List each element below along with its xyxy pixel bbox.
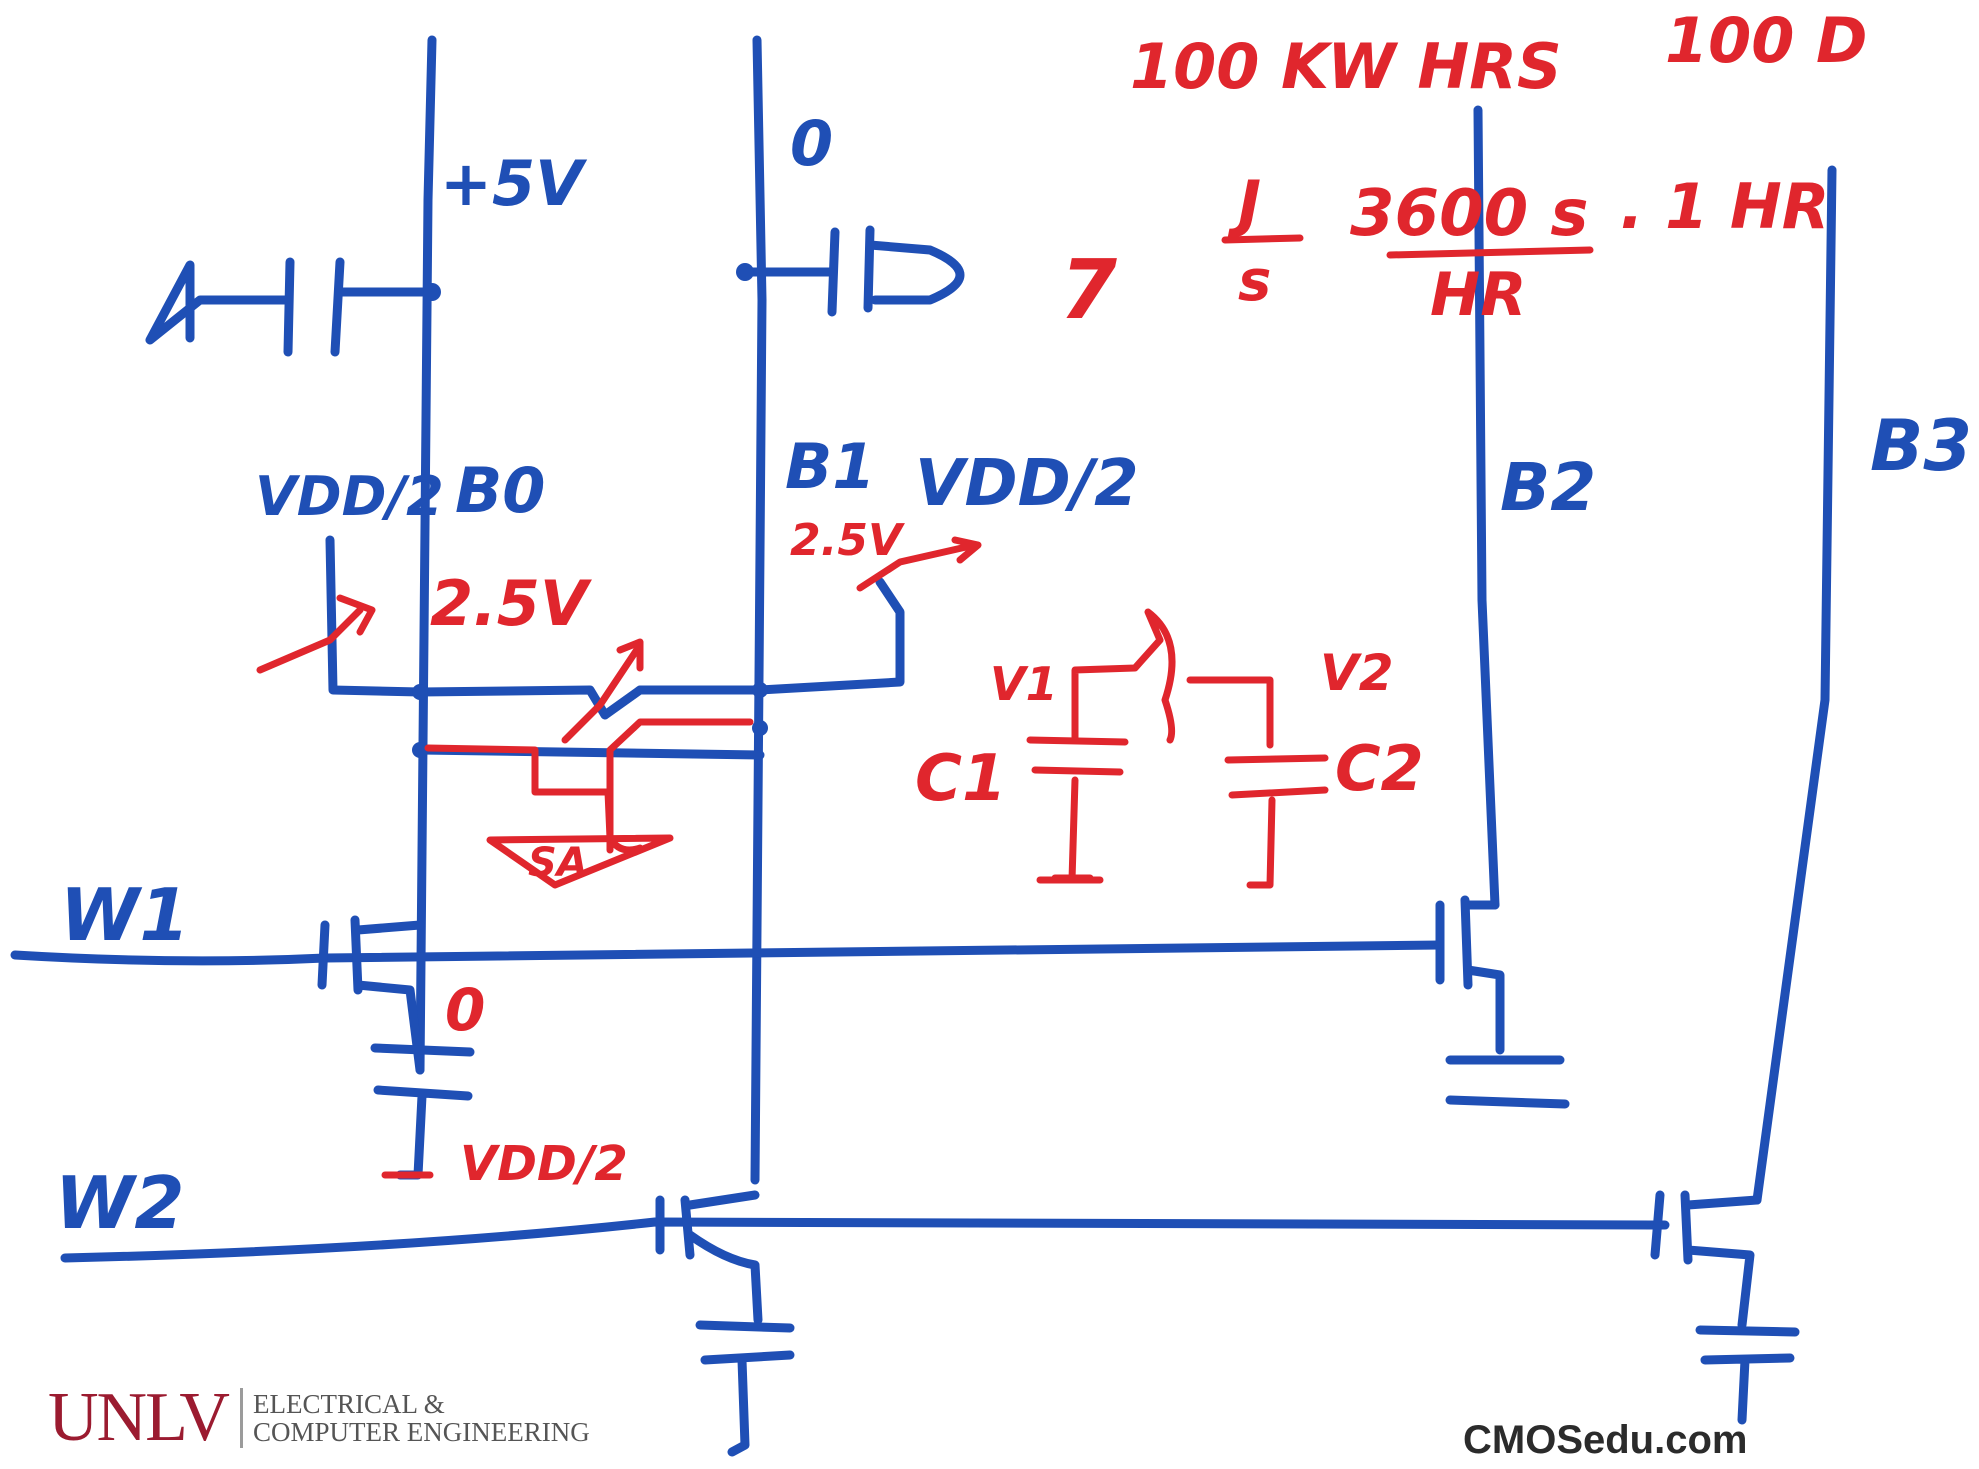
bitline-b3 (1752, 165, 1837, 1205)
note-conv-den: HR (1430, 260, 1526, 330)
bitline-b2 (1473, 105, 1500, 910)
red-charge-share-circuit (1026, 608, 1329, 889)
note-seven: 7 (1060, 243, 1117, 338)
label-vdd2-bottom: VDD/2 (460, 1136, 628, 1192)
label-vdd2-left: VDD/2 (255, 465, 444, 528)
site-credit: CMOSedu.com (1463, 1418, 1748, 1462)
label-b1: B1 (785, 430, 875, 503)
unlv-logo-wordmark: UNLV (48, 1379, 230, 1456)
unlv-logo: UNLV ELECTRICAL & COMPUTER ENGINEERING (48, 1382, 590, 1454)
dept-line-1: ELECTRICAL & (253, 1389, 445, 1419)
red-sense-switches (256, 536, 982, 889)
label-w2: W2 (55, 1161, 185, 1245)
note-frac-num: J (1227, 167, 1261, 240)
cell-b3-w2 (1650, 1190, 1800, 1425)
note-frac-den: s (1238, 249, 1271, 314)
logo-divider (240, 1388, 243, 1448)
label-plus5v: +5V (440, 147, 588, 220)
note-b1-voltage: 2.5V (790, 515, 905, 566)
label-w1: W1 (60, 873, 190, 957)
note-amp: SA (528, 840, 588, 886)
note-tail: . 1 HR (1620, 170, 1830, 243)
red-ground-marks (381, 876, 1104, 1179)
top-right-precharge-device (736, 225, 965, 317)
cell-b2-w1 (1435, 895, 1570, 1109)
label-zero-cap: 0 (445, 976, 485, 1044)
note-c2: C2 (1335, 732, 1424, 805)
note-b0-voltage: 2.5V (430, 567, 593, 640)
label-vdd2-right: VDD/2 (915, 447, 1139, 521)
note-c1: C1 (915, 742, 1007, 816)
cell-b1-w2 (655, 1190, 795, 1457)
bitline-b0 (415, 35, 437, 1075)
wordline-w1 (10, 940, 1445, 966)
unlv-logo-department: ELECTRICAL & COMPUTER ENGINEERING (253, 1390, 590, 1446)
cross-coupled-switches (325, 535, 905, 760)
note-cost: 100 D (1665, 4, 1867, 77)
note-v1: V1 (990, 657, 1058, 711)
wordline-w2 (60, 1217, 1670, 1263)
label-b3: B3 (1870, 405, 1972, 487)
red-notes-fraction-lines (1221, 234, 1594, 259)
label-zero-top: 0 (790, 107, 833, 180)
dept-line-2: COMPUTER ENGINEERING (253, 1417, 590, 1447)
note-v2: V2 (1320, 644, 1394, 702)
note-energy: 100 KW HRS (1130, 30, 1562, 103)
bitline-b1 (750, 35, 767, 1185)
note-conv-num: 3600 s (1350, 177, 1589, 251)
label-b0: B0 (455, 454, 545, 527)
top-left-precharge-device (145, 257, 441, 357)
label-b2: B2 (1500, 449, 1596, 526)
